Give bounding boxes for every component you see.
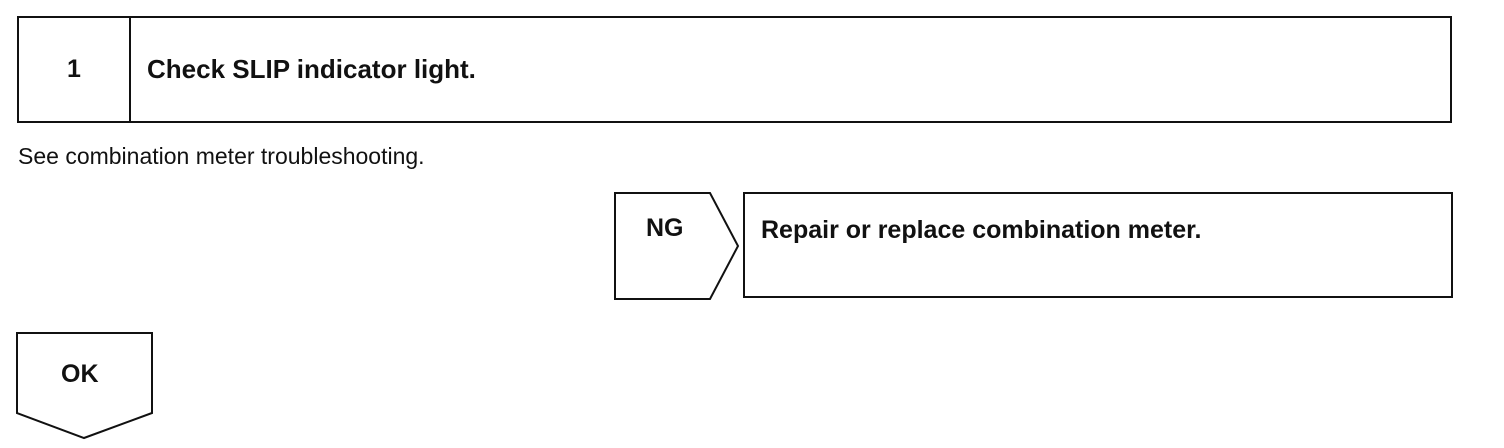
ng-action-text: Repair or replace combination meter.: [761, 216, 1202, 244]
step-header-box: 1 Check SLIP indicator light.: [17, 16, 1452, 123]
ok-label: OK: [61, 360, 99, 388]
ng-action-box: Repair or replace combination meter.: [743, 192, 1453, 298]
step-number: 1: [19, 18, 131, 121]
ok-arrow-shape: [16, 332, 153, 440]
step-title: Check SLIP indicator light.: [147, 54, 476, 84]
step-note: See combination meter troubleshooting.: [18, 143, 425, 169]
ng-label: NG: [646, 214, 684, 242]
ng-arrow-shape: [614, 192, 740, 300]
